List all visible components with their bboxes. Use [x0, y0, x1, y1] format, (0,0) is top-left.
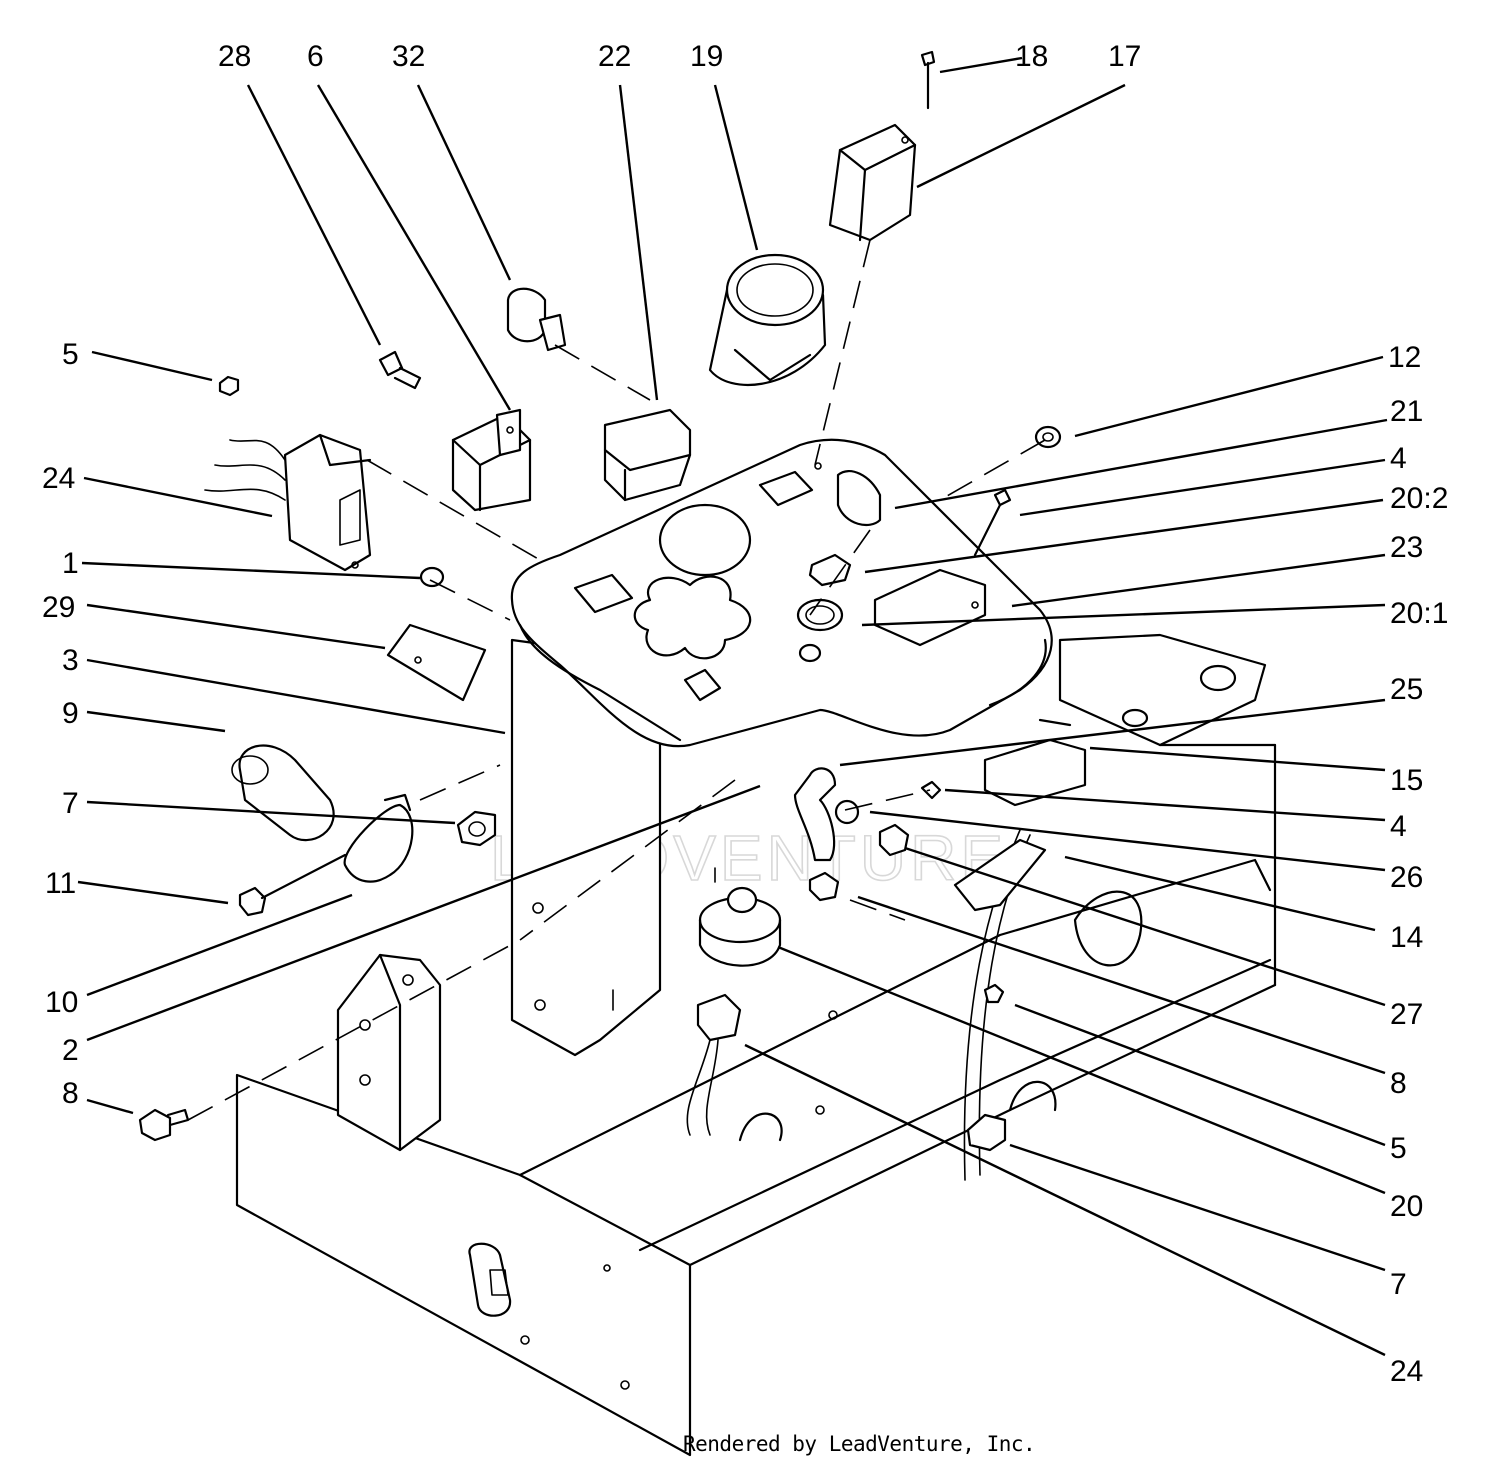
control-panel	[510, 438, 1053, 748]
nut-7-right	[966, 1113, 1007, 1152]
callout-8: 8	[62, 1077, 79, 1110]
render-credit: Rendered by LeadVenture, Inc.	[683, 1432, 1036, 1456]
callout-4-top: 4	[1390, 442, 1407, 475]
capacitor	[231, 744, 335, 842]
callout-10: 10	[45, 986, 78, 1019]
callout-8-right: 8	[1390, 1067, 1407, 1100]
callout-3: 3	[62, 644, 79, 677]
callout-20: 20	[1390, 1190, 1423, 1223]
callout-23: 23	[1390, 531, 1423, 564]
switch-15	[983, 718, 1087, 807]
washer-26	[834, 799, 860, 825]
callout-21: 21	[1390, 395, 1423, 428]
callout-25: 25	[1390, 673, 1423, 706]
callout-5: 5	[62, 338, 79, 371]
nut-5-top	[218, 375, 240, 397]
bolt-27	[878, 823, 910, 857]
screw-4-mid	[920, 780, 942, 800]
callout-22: 22	[598, 40, 631, 73]
lever-25	[793, 767, 837, 862]
chassis-frame	[235, 633, 1277, 1457]
callout-20-2: 20:2	[1390, 482, 1448, 515]
callout-19: 19	[690, 40, 723, 73]
callout-17: 17	[1108, 40, 1141, 73]
callout-27: 27	[1390, 998, 1423, 1031]
nut-7-left	[456, 810, 497, 847]
callout-24-bottom: 24	[1390, 1355, 1423, 1388]
switch-14	[953, 838, 1047, 912]
key-switch	[796, 469, 882, 663]
callout-28: 28	[218, 40, 251, 73]
callout-1: 1	[62, 547, 79, 580]
callout-6: 6	[307, 40, 324, 73]
callout-11: 11	[45, 867, 76, 900]
assembly-lines	[187, 239, 1046, 1121]
bolt-11	[238, 853, 347, 917]
rocker-switch	[603, 408, 692, 502]
screw-18	[920, 50, 936, 110]
cover-plate	[828, 123, 917, 242]
motor-20	[698, 886, 782, 967]
callout-5-right: 5	[1390, 1132, 1407, 1165]
callout-20-1: 20:1	[1390, 597, 1448, 630]
callout-18: 18	[1015, 40, 1048, 73]
callout-32: 32	[392, 40, 425, 73]
callout-4-mid: 4	[1390, 810, 1407, 843]
screw-4-top	[973, 488, 1012, 557]
relay	[451, 408, 532, 512]
wiring-plug	[686, 993, 742, 1136]
callout-labels: 28 6 32 22 19 18 17 5 24 1 29 3 9 7 11 1…	[42, 40, 1448, 1388]
decal-29	[386, 623, 487, 702]
bolt-8-right	[808, 871, 840, 902]
capacitor-strap	[343, 793, 414, 883]
callout-7-right: 7	[1390, 1268, 1407, 1301]
leader-lines	[77, 56, 1388, 1357]
wiring-harness-connector	[204, 433, 372, 572]
mount-bracket	[336, 953, 442, 1152]
callout-15: 15	[1390, 764, 1423, 797]
callout-2: 2	[62, 1034, 79, 1067]
screw-28	[378, 350, 422, 390]
callout-9: 9	[62, 697, 79, 730]
bolt-8-left	[138, 1108, 190, 1142]
callout-29: 29	[42, 591, 75, 624]
callout-26: 26	[1390, 861, 1423, 894]
hour-meter	[708, 253, 827, 387]
callout-14: 14	[1390, 921, 1423, 954]
light-socket	[506, 287, 567, 352]
nut-5-right	[983, 983, 1005, 1004]
nut-1	[419, 566, 445, 588]
callout-12: 12	[1388, 341, 1421, 374]
callout-24: 24	[42, 462, 75, 495]
callout-7: 7	[62, 787, 79, 820]
